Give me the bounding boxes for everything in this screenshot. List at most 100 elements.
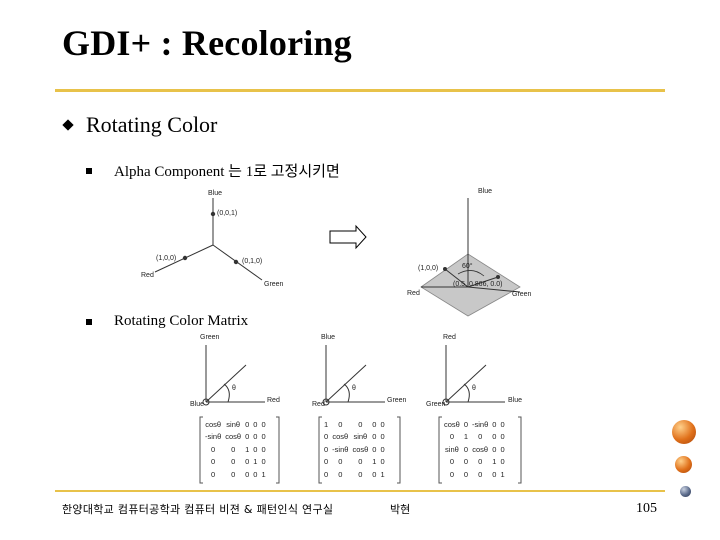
matrix-cell: 0 — [211, 444, 216, 454]
rotation-diagram-3 — [442, 345, 505, 406]
matrix-cell: 0 — [449, 432, 454, 442]
rot1-theta: θ — [232, 385, 236, 392]
matrix-cell: 0 — [253, 444, 258, 454]
right-green-label: Green — [512, 291, 532, 298]
sub-bullet-1-text: Alpha Component 는 1로 고정시키면 — [114, 164, 340, 180]
rot2-corner-label: Red — [312, 401, 325, 408]
left-blue-label: Blue — [208, 190, 223, 197]
matrix-cell: 0 — [463, 444, 469, 454]
left-red-label: Red — [141, 272, 154, 279]
matrix-cell: 1 — [324, 419, 329, 429]
right-blue-label: Blue — [478, 188, 493, 195]
matrix-cell: 0 — [500, 444, 505, 454]
matrix-cell: 0 — [253, 432, 258, 442]
matrix-cell: 0 — [324, 432, 329, 442]
transform-arrow — [329, 224, 367, 250]
matrix-cell: 0 — [500, 457, 505, 467]
orange-ball-large-icon — [672, 420, 696, 444]
matrix-cell: 0 — [245, 457, 250, 467]
rotation-diagram-2 — [322, 345, 385, 406]
matrix-cell: 0 — [358, 457, 363, 467]
orange-ball-medium-icon — [675, 456, 692, 473]
matrix-cell: 0 — [500, 419, 505, 429]
matrix-cell: 0 — [253, 419, 258, 429]
left-axes-points — [182, 211, 239, 265]
matrix-cell: 0 — [211, 469, 216, 479]
matrix-cell: cosθ — [225, 432, 242, 442]
matrix-cell: 0 — [324, 444, 329, 454]
matrix-cell: 0 — [372, 432, 377, 442]
rot3-vertical-label: Red — [443, 334, 456, 341]
rotated-point-label: (0.5, 0.866, 0.0) — [453, 281, 503, 288]
matrix-cell: 1 — [253, 457, 258, 467]
matrix-cell: 0 — [372, 444, 377, 454]
matrix-cell: -sinθ — [205, 432, 222, 442]
footer-institution: 한양대학교 컴퓨터공학과 컴퓨터 비젼 & 패턴인식 연구실 — [62, 503, 334, 516]
matrix-cell: 0 — [449, 457, 454, 467]
matrix-cell: cosθ — [352, 444, 369, 454]
matrix-cell: 0 — [338, 469, 343, 479]
rotation-diagram-1 — [202, 345, 265, 406]
matrix-cell: 0 — [449, 469, 454, 479]
matrix-brackets — [199, 416, 522, 484]
rot2-vertical-label: Blue — [321, 334, 336, 341]
matrix-cell: 0 — [380, 444, 385, 454]
blue-ball-small-icon — [680, 486, 691, 497]
matrix-cell: 0 — [324, 469, 329, 479]
matrix-cell: 1 — [463, 432, 469, 442]
matrix-cell: cosθ — [332, 432, 349, 442]
matrix-cell: 0 — [478, 469, 483, 479]
matrix-cell: 0 — [338, 457, 343, 467]
matrix-cell: 0 — [492, 469, 497, 479]
matrix-cell: 0 — [463, 419, 469, 429]
matrix-cell: 0 — [338, 419, 343, 429]
left-point-red: (1,0,0) — [156, 255, 177, 262]
matrix-cell: 0 — [231, 457, 236, 467]
rot1-corner-label: Blue — [190, 401, 205, 408]
sub-bullet-2: Rotating Color Matrix — [86, 313, 248, 330]
square-bullet-icon — [86, 167, 92, 174]
matrix-cell: cosθ — [205, 419, 222, 429]
left-green-label: Green — [264, 281, 284, 288]
matrix-cell: 1 — [492, 457, 497, 467]
footer-divider — [55, 490, 665, 492]
matrix-cell: -sinθ — [472, 419, 489, 429]
sub-bullet-1: Alpha Component 는 1로 고정시키면 — [86, 160, 340, 181]
matrix-cell: 1 — [372, 457, 377, 467]
matrix-cell: 0 — [231, 444, 236, 454]
matrix-cell: 1 — [261, 469, 266, 479]
matrix-cell: 0 — [380, 432, 385, 442]
footer-author: 박현 — [390, 503, 411, 516]
matrix-cell: 0 — [324, 457, 329, 467]
matrix-cell: 0 — [358, 419, 363, 429]
main-bullet: Rotating Color — [62, 112, 217, 138]
right-axes-diagram — [420, 198, 521, 317]
matrix-cell: 0 — [500, 432, 505, 442]
slide-title: GDI+ : Recoloring — [62, 23, 352, 63]
matrix-cell: 1 — [500, 469, 505, 479]
matrix-cell: 1 — [245, 444, 250, 454]
right-point-label: (1,0,0) — [418, 265, 439, 272]
rot2-theta: θ — [352, 385, 356, 392]
matrix-cell: 0 — [372, 469, 377, 479]
matrix-cell: 0 — [358, 469, 363, 479]
matrix-cell: cosθ — [472, 444, 489, 454]
matrix-cell: 0 — [478, 457, 483, 467]
